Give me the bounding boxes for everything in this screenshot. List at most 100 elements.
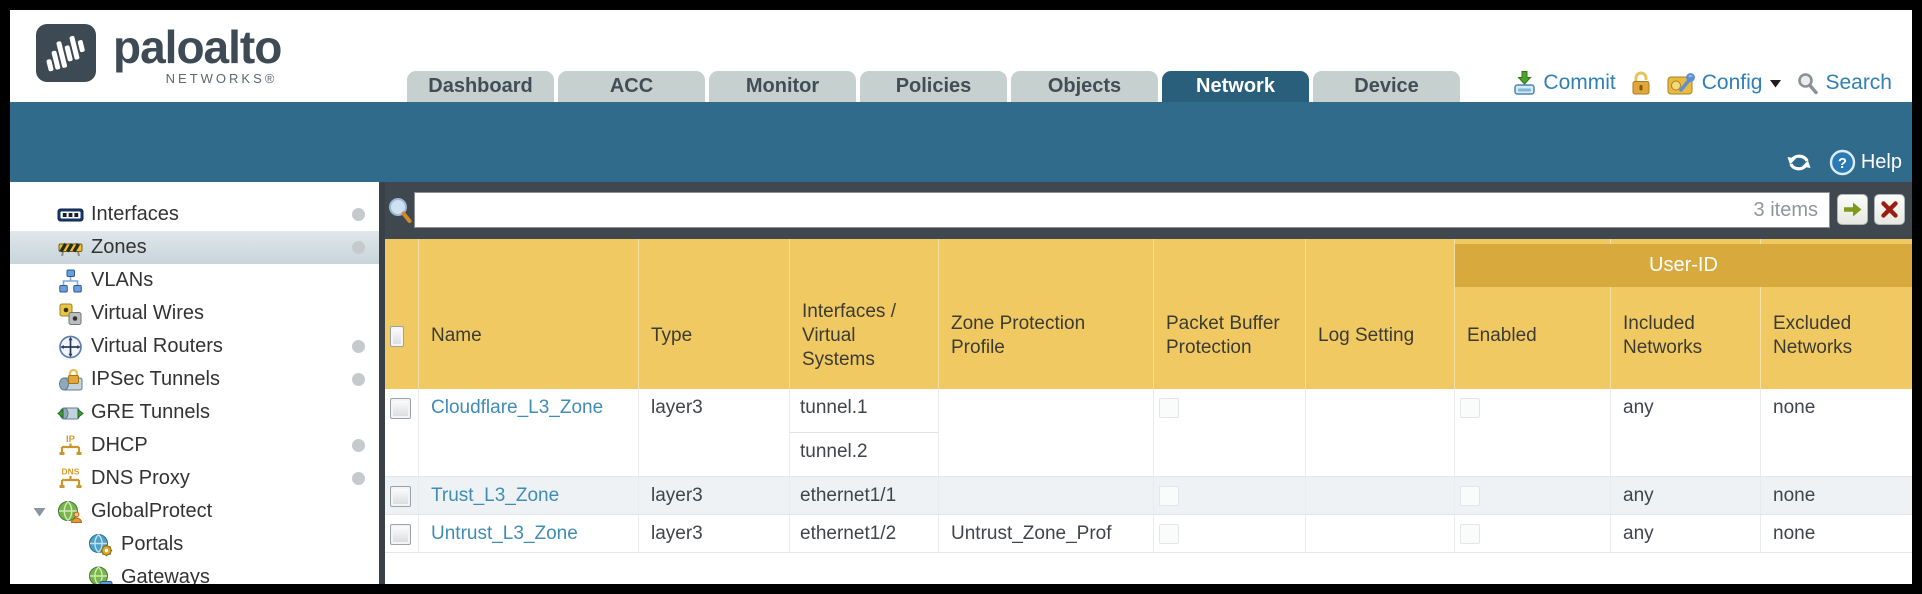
packet-buffer-protection-checkbox[interactable] [1159, 398, 1179, 418]
status-dot [352, 439, 365, 452]
tab-monitor[interactable]: Monitor [709, 71, 856, 102]
row-checkbox[interactable] [390, 486, 411, 507]
column-header-excluded-networks[interactable]: Excluded Networks [1773, 313, 1853, 358]
user-id-enabled-cell [1455, 477, 1611, 514]
column-header-type[interactable]: Type [639, 239, 790, 389]
expand-triangle-icon[interactable] [32, 505, 47, 523]
config-icon [1666, 70, 1696, 97]
interface-entry: ethernet1/1 [800, 485, 897, 506]
commit-icon [1512, 70, 1537, 97]
zone-name-link[interactable]: Untrust_L3_Zone [431, 523, 578, 544]
tab-network[interactable]: Network [1162, 71, 1309, 102]
column-header-included-networks[interactable]: Included Networks [1611, 239, 1761, 389]
sidebar-item-virtual-wires[interactable]: Virtual Wires [10, 297, 379, 330]
clear-filter-button[interactable] [1874, 194, 1905, 225]
status-dot [352, 241, 365, 254]
tab-objects[interactable]: Objects [1011, 71, 1158, 102]
sidebar-item-interfaces[interactable]: Interfaces [10, 198, 379, 231]
excluded-networks: none [1773, 523, 1816, 544]
user-id-enabled-checkbox[interactable] [1460, 524, 1480, 544]
config-button[interactable]: Config [1666, 70, 1784, 97]
interfaces-icon [56, 201, 84, 228]
zone-interfaces-cell: ethernet1/2 [790, 515, 939, 552]
config-label: Config [1701, 71, 1763, 94]
select-all-checkbox[interactable] [390, 325, 404, 347]
help-button[interactable]: ? Help [1829, 149, 1902, 176]
filter-input[interactable] [414, 192, 1830, 228]
apply-filter-button[interactable] [1837, 194, 1868, 225]
lock-icon[interactable] [1629, 70, 1653, 97]
user-id-group-header: User-ID [1455, 244, 1912, 287]
search-button[interactable]: Search [1796, 71, 1892, 96]
sidebar-item-label: Interfaces [91, 203, 179, 225]
column-header-enabled[interactable]: Enabled [1455, 239, 1611, 389]
search-icon [1796, 71, 1819, 96]
row-checkbox[interactable] [390, 398, 411, 419]
column-header-log-setting[interactable]: Log Setting [1306, 239, 1455, 389]
sidebar-item-globalprotect[interactable]: GlobalProtect [10, 495, 379, 528]
logo-word: paloalto [113, 21, 282, 73]
zone-name-link[interactable]: Trust_L3_Zone [431, 485, 560, 506]
svg-text:?: ? [1838, 155, 1847, 172]
band-tools: ? Help [1785, 149, 1902, 176]
excluded-networks: none [1773, 397, 1816, 418]
vlans-icon [56, 267, 84, 294]
sidebar-item-label: DNS Proxy [91, 467, 190, 489]
paloalto-logo-mark-icon [36, 24, 96, 82]
zone-name-cell: Trust_L3_Zone [419, 477, 639, 514]
paloalto-logo: paloalto NETWORKS® [35, 21, 282, 86]
tab-acc[interactable]: ACC [558, 71, 705, 102]
packet-buffer-protection-checkbox[interactable] [1159, 524, 1179, 544]
column-header-name[interactable]: Name [419, 239, 639, 389]
sidebar-item-vlans[interactable]: VLANs [10, 264, 379, 297]
row-checkbox[interactable] [390, 524, 411, 545]
user-id-enabled-checkbox[interactable] [1460, 486, 1480, 506]
column-header-packet-buffer-protection[interactable]: Packet Buffer Protection [1154, 239, 1306, 389]
sidebar-item-portals[interactable]: Portals [10, 528, 379, 561]
packet-buffer-protection-cell [1154, 477, 1306, 514]
zone-type: layer3 [639, 515, 790, 552]
sidebar-item-label: Gateways [121, 566, 210, 584]
sidebar-item-label: Virtual Routers [91, 335, 223, 357]
virtual-routers-icon [56, 333, 84, 360]
sidebar-item-gre-tunnels[interactable]: GRE Tunnels [10, 396, 379, 429]
sidebar-item-label: IPSec Tunnels [91, 368, 220, 390]
utility-links: Commit [1512, 67, 1892, 99]
refresh-button[interactable] [1785, 150, 1813, 175]
sidebar-item-ipsec-tunnels[interactable]: IPSec Tunnels [10, 363, 379, 396]
sidebar-item-gateways[interactable]: Gateways [10, 561, 379, 584]
packet-buffer-protection-checkbox[interactable] [1159, 486, 1179, 506]
zone-protection-profile [939, 477, 1154, 514]
status-dot [352, 340, 365, 353]
sidebar-item-zones[interactable]: Zones [10, 231, 379, 264]
sidebar-item-label: Zones [91, 236, 147, 258]
log-setting [1306, 477, 1455, 514]
zone-name-link[interactable]: Cloudflare_L3_Zone [431, 397, 604, 418]
column-header-zone-protection-profile[interactable]: Zone Protection Profile [939, 239, 1154, 389]
tab-dashboard[interactable]: Dashboard [407, 71, 554, 102]
zone-protection-profile: Untrust_Zone_Prof [939, 515, 1154, 552]
user-id-enabled-checkbox[interactable] [1460, 398, 1480, 418]
filter-magnifier-icon [387, 195, 414, 230]
sidebar-item-virtual-routers[interactable]: Virtual Routers [10, 330, 379, 363]
sidebar-item-dns-proxy[interactable]: DNS DNS Proxy [10, 462, 379, 495]
tab-device[interactable]: Device [1313, 71, 1460, 102]
dns-proxy-icon: DNS [56, 465, 84, 492]
interface-entry: tunnel.2 [800, 441, 868, 462]
status-dot [352, 373, 365, 386]
zone-name-cell: Untrust_L3_Zone [419, 515, 639, 552]
svg-text:DNS: DNS [61, 466, 79, 476]
sidebar-item-label: DHCP [91, 434, 148, 456]
column-header-interfaces[interactable]: Interfaces / Virtual Systems [790, 239, 939, 389]
tab-policies[interactable]: Policies [860, 71, 1007, 102]
row-select-cell [385, 477, 419, 514]
help-label: Help [1860, 151, 1902, 173]
commit-button[interactable]: Commit [1512, 70, 1616, 97]
log-setting [1306, 515, 1455, 552]
